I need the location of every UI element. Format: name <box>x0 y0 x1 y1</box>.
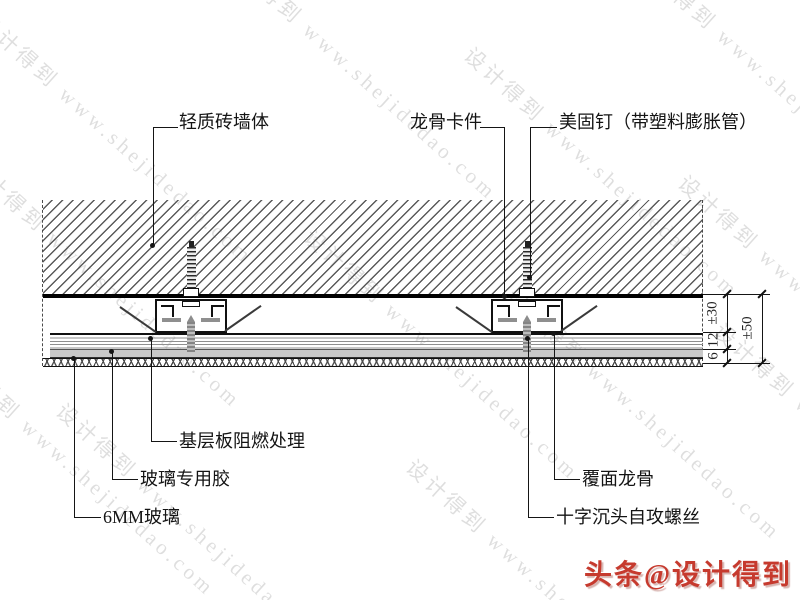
watermark: 设计得到 www.shejidedao.com <box>631 0 800 211</box>
anchor-head <box>182 301 200 307</box>
leader <box>530 127 557 129</box>
label-keel-clip: 龙骨卡件 <box>410 112 482 132</box>
leader <box>151 339 153 442</box>
label-glass: 6MM玻璃 <box>103 507 181 527</box>
leader-dot <box>109 349 114 354</box>
clip-bar <box>201 318 220 322</box>
anchor-cap <box>189 241 194 247</box>
clip-hook <box>161 305 174 317</box>
dim-board: 12 <box>705 332 722 348</box>
dim-upper: ±30 <box>704 301 721 325</box>
leader <box>528 517 554 519</box>
extension-line <box>703 294 770 296</box>
right-break-line <box>702 200 703 366</box>
self-tapping-screw-shaft <box>187 322 195 352</box>
clip-hook <box>547 305 560 317</box>
anchor-collar <box>519 288 535 297</box>
leader-dot <box>502 294 507 299</box>
leader-dot <box>150 243 155 248</box>
clip-brace <box>560 304 598 332</box>
clip-bar <box>162 318 181 322</box>
expansion-anchor <box>187 247 196 288</box>
label-screw: 十字沉头自攻螺丝 <box>556 507 700 527</box>
dim-total: ±50 <box>739 316 756 340</box>
extension-line <box>703 332 736 334</box>
dim-glass: 6 <box>705 352 722 360</box>
clip-brace <box>224 304 262 332</box>
label-facing-keel: 覆面龙骨 <box>582 469 654 489</box>
label-base-board: 基层板阻燃处理 <box>179 431 305 451</box>
brand-badge: 头条@设计得到 <box>583 560 792 591</box>
self-tapping-screw <box>523 315 531 322</box>
leader <box>480 127 505 129</box>
glass-layer <box>43 358 703 367</box>
leader <box>504 127 506 297</box>
watermark: 设计得到 www.shejidedao.com <box>217 0 503 205</box>
clip-brace <box>455 306 493 334</box>
left-break-line <box>42 200 43 366</box>
brick-wall-hatch <box>43 200 703 295</box>
glass-glue-layer <box>50 350 703 358</box>
label-nail: 美固钉（带塑料膨胀管） <box>559 112 757 132</box>
leader <box>554 479 580 481</box>
wall-surface-line <box>43 294 703 298</box>
clip-bar <box>537 318 556 322</box>
leader <box>151 441 177 443</box>
extension-line <box>703 349 736 351</box>
expansion-anchor <box>523 247 532 288</box>
leader <box>530 127 532 279</box>
base-board-layer <box>50 333 703 350</box>
leader <box>554 334 556 480</box>
anchor-head <box>518 301 536 307</box>
leader <box>153 127 178 129</box>
leader-dot <box>527 275 532 280</box>
leader <box>74 359 76 518</box>
dimension-line-outer <box>762 294 764 363</box>
self-tapping-screw <box>187 315 195 322</box>
anchor-collar <box>183 288 199 297</box>
leader-dot <box>551 331 556 336</box>
label-wall: 轻质砖墙体 <box>179 112 269 132</box>
label-glass-glue: 玻璃专用胶 <box>140 469 230 489</box>
leader <box>74 517 101 519</box>
clip-hook <box>497 305 510 317</box>
leader <box>528 340 530 518</box>
clip-bar <box>498 318 517 322</box>
leader-dot <box>525 336 530 341</box>
leader <box>112 479 138 481</box>
clip-hook <box>211 305 224 317</box>
leader <box>112 352 114 480</box>
leader <box>153 127 155 246</box>
leader-dot <box>71 356 76 361</box>
anchor-cap <box>525 241 530 247</box>
leader-dot <box>148 336 153 341</box>
extension-line <box>703 363 770 365</box>
